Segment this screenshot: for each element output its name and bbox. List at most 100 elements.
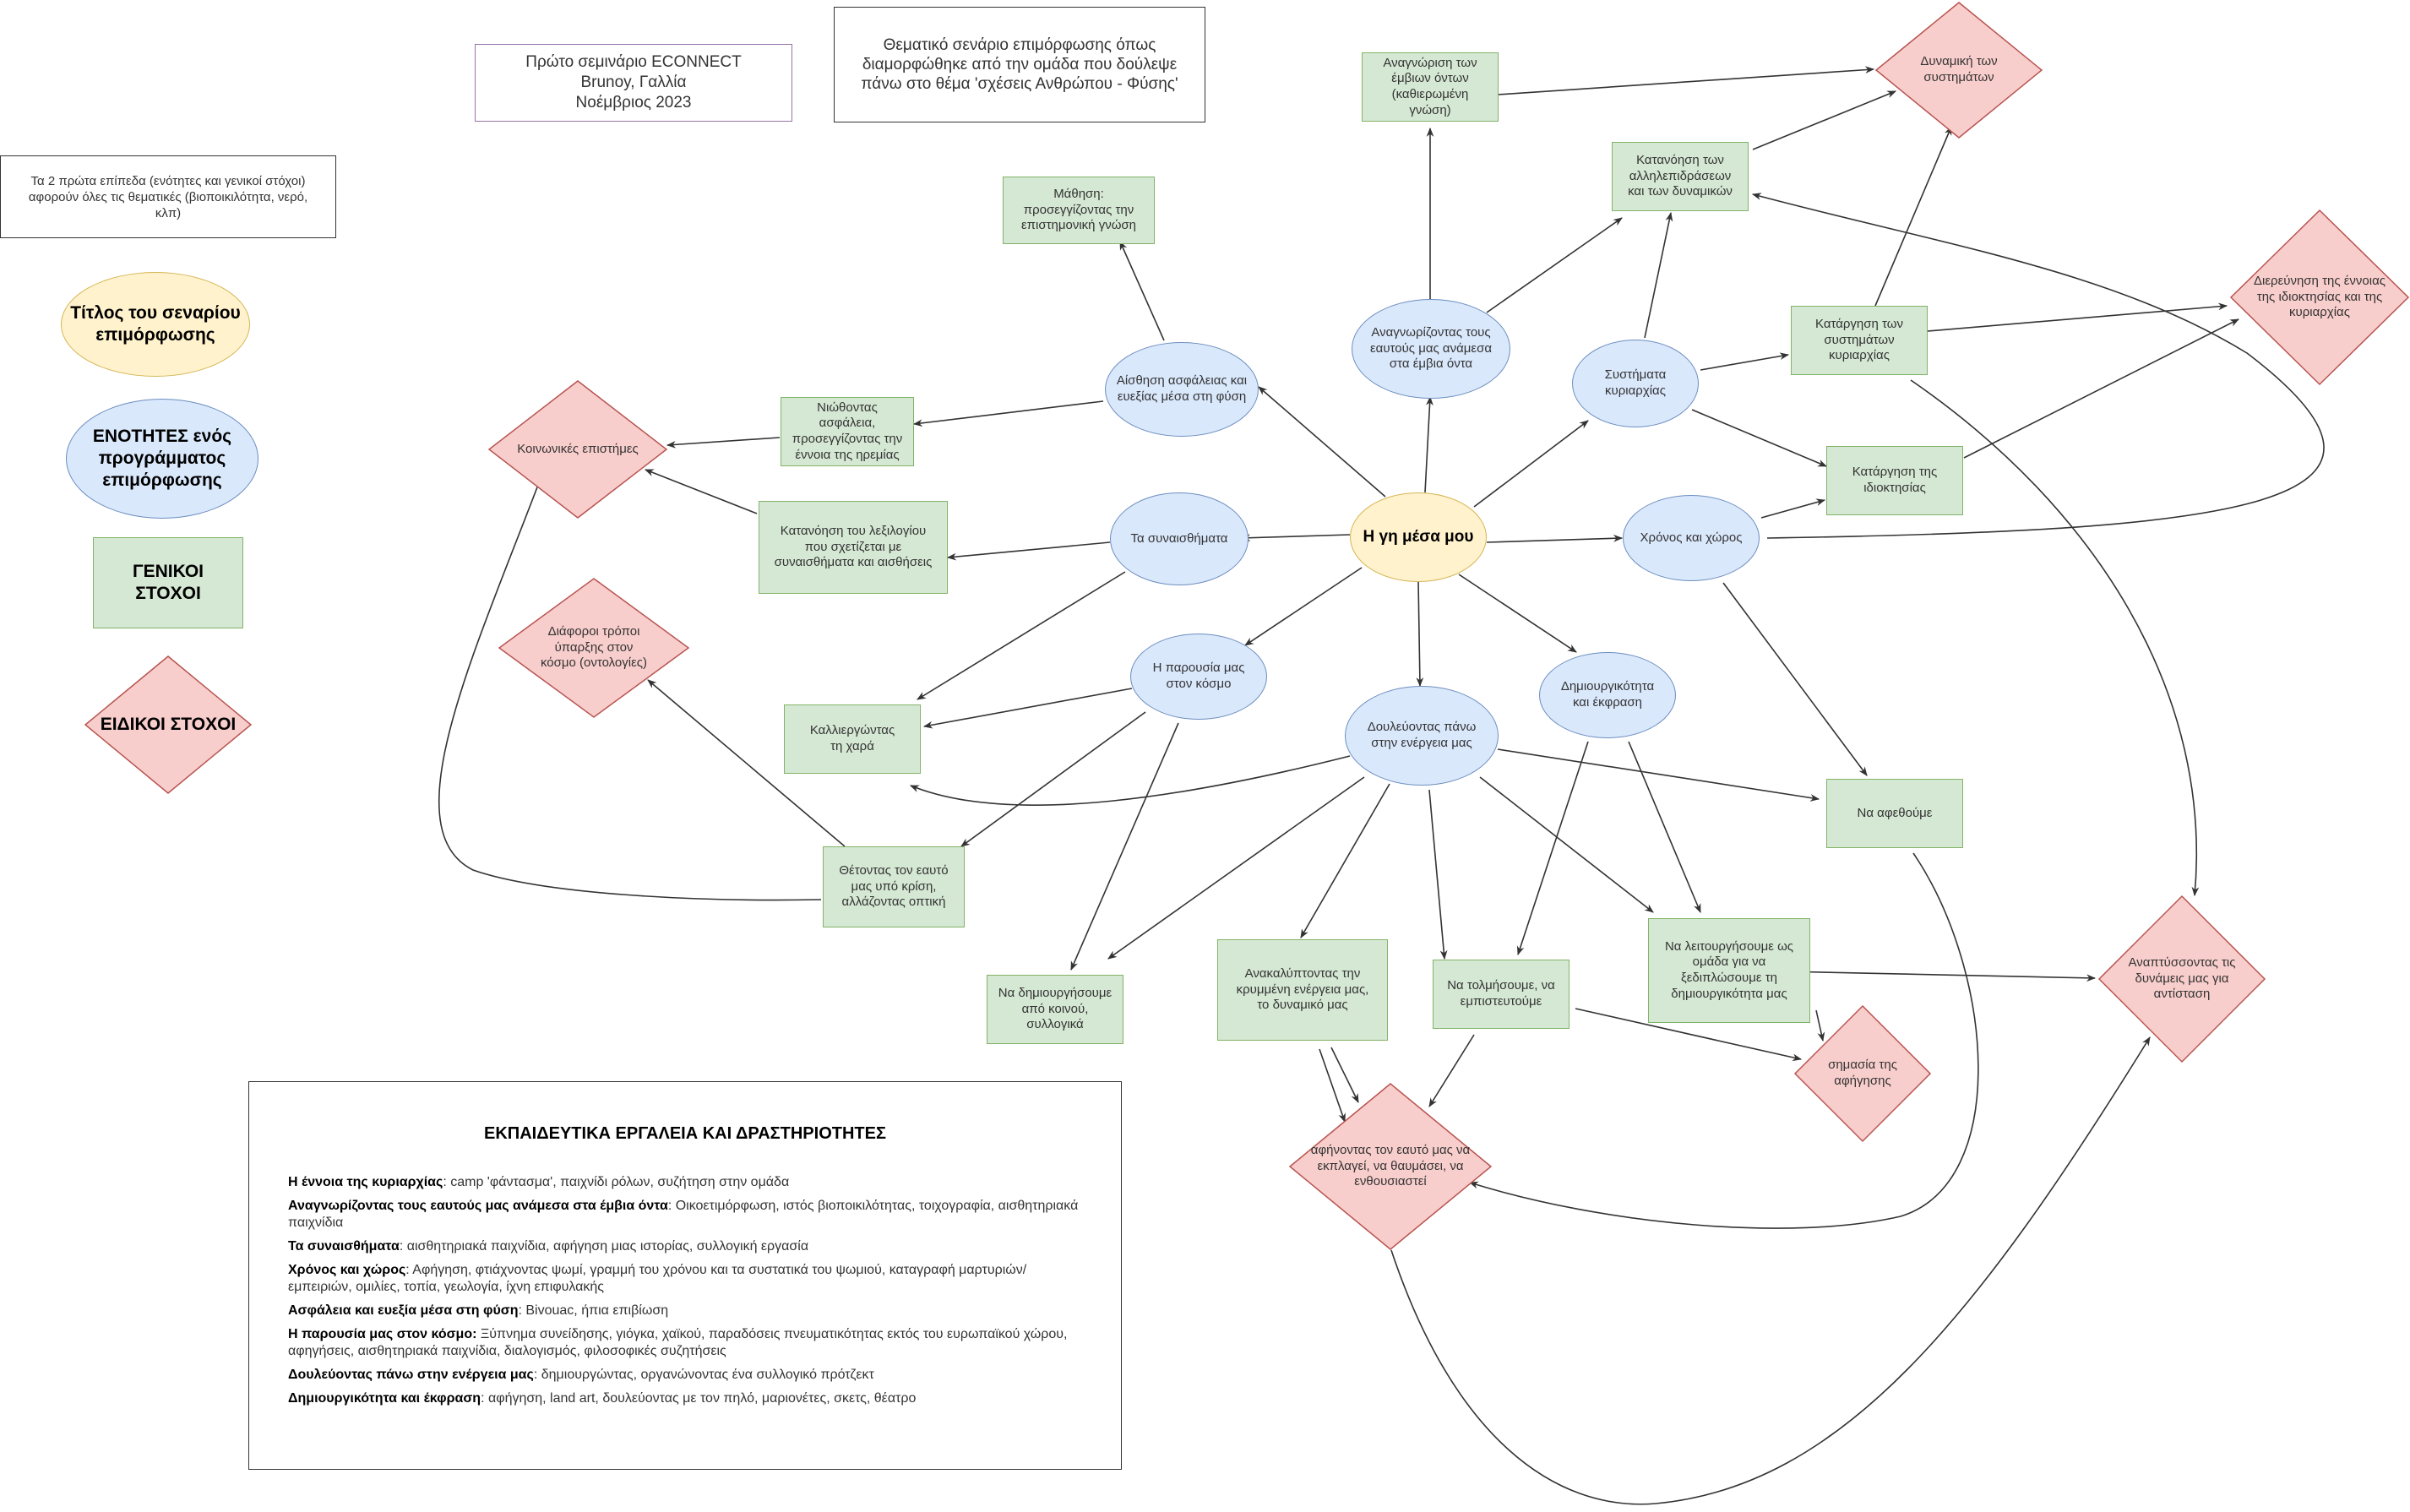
arrow-center-aisthisi [1258,386,1386,498]
arrow-katargisi-systimaton-dierevnisi [1927,302,2228,332]
legend-units: ΕΝΟΤΗΤΕΣ ενός προγράμματος επιμόρφωσης [66,399,258,519]
arrow-xronos-katargisi-idioktisias [1760,498,1826,519]
unit-anagnorizontas-label: Αναγνωρίζοντας τους εαυτούς μας ανάμεσα … [1369,324,1493,372]
arrow-energeia-na-leitourgisoume [1479,776,1654,913]
arrow-systimata-katargisi-systimaton [1700,352,1790,371]
goal-katanoisi-allil-label: Κατανόηση των αλληλεπιδράσεων και των δυ… [1628,152,1733,199]
unit-dimiourgikotita: Δημιουργικότητα και έκφραση [1539,652,1676,738]
event-info-box: Πρώτο σεμινάριο ECONNECT Brunoy, Γαλλία … [475,44,792,122]
tools-row-text: : Αφήγηση, φτιάχνοντας ψωμί, γραμμή του … [288,1263,1027,1294]
unit-synaisthimata-label: Τα συναισθήματα [1130,530,1228,546]
tools-row: Η έννοια της κυριαρχίας: camp 'φάντασμα'… [288,1174,1082,1191]
arrow-katargisi-systimaton-dynamiki [1874,125,1952,307]
legend-scenario-title-label: Τίτλος του σεναρίου επιμόρφωσης [70,302,241,345]
event-date: Νοέμβριος 2023 [575,94,692,111]
arrow-anagnorisi-dynamiki [1497,66,1875,95]
arrow-systimata-katanoisi [1644,211,1673,339]
arrow-center-anagnorizontas [1424,395,1433,493]
unit-systimata: Συστήματα κυριαρχίας [1572,340,1699,427]
tools-row-text: : αφήγηση, land art, δουλεύοντας με τον … [481,1391,917,1406]
unit-energeia-label: Δουλεύοντας πάνω στην ενέργεια μας [1367,720,1477,750]
goal-thetontas: Θέτοντας τον εαυτό μας υπό κρίση, αλλάζο… [823,846,965,927]
goal-na-tolmisoume: Να τολμήσουμε, να εμπιστευτούμε [1433,960,1569,1029]
arrow-na-afethoume-afinontas [1468,852,1979,1229]
arrow-na-tolmisoume-simasia [1575,1008,1803,1062]
legend-general-goals: ΓΕΝΙΚΟΙ ΣΤΟΧΟΙ [93,537,243,628]
goal-mathisi: Μάθηση: προσεγγίζοντας την επιστημονική … [1003,177,1155,244]
legend-units-label: ΕΝΟΤΗΤΕΣ ενός προγράμματος επιμόρφωσης [92,426,232,491]
goal-katargisi-idioktisias-label: Κατάργηση της ιδιοκτησίας [1852,465,1938,495]
arrow-aisthisi-niothontas [912,400,1104,427]
scenario-title: Θεματικό σενάριο επιμόρφωσης όπως διαμορ… [861,36,1178,93]
tools-row-text: : αισθητηριακά παιχνίδια, αφήγηση μιας ι… [399,1239,809,1254]
tools-row-label: Τα συναισθήματα [288,1239,400,1254]
tools-row-text: : Οικοετιμόρφωση, ιστός βιοποικιλότητας,… [288,1199,1079,1230]
goal-na-leitourgisoume: Να λειτουργήσουμε ως ομάδα για να ξεδιπλ… [1648,918,1810,1023]
arrow-katargisi-idioktisias-dierevnisi [1963,318,2239,459]
arrow-center-energeia [1416,580,1424,688]
goal-na-dimiourgisoume-label: Να δημιουργήσουμε από κοινού, συλλογικά [998,985,1113,1032]
goal-kalliergontas: Καλλιεργώντας τη χαρά [784,704,921,774]
arrow-na-leitourgisoume-anaptyssontas [1783,971,2097,982]
unit-anagnorizontas: Αναγνωρίζοντας τους εαυτούς μας ανάμεσα … [1352,299,1510,399]
arrow-center-systimata [1473,420,1589,508]
center-label: Η γη μέσα μου [1363,528,1474,547]
specific-dynamiki-label: Δυναμική των συστημάτων [1920,54,1998,84]
unit-synaisthimata: Τα συναισθήματα [1110,492,1249,585]
tools-row: Δημιουργικότητα και έκφραση: αφήγηση, la… [288,1390,1082,1407]
tools-row-label: Δουλεύοντας πάνω στην ενέργεια μας [288,1368,534,1382]
specific-simasia: σημασία της αφήγησης [1793,1004,1932,1143]
arrow-synaisthimata-kalliergontas [917,571,1126,700]
specific-anaptyssontas: Αναπτύσσοντας τις δυνάμεις μας για αντίσ… [2097,895,2266,1063]
arrow-anakalyptontas-afinontas [1330,1047,1359,1103]
goal-anakalyptontas-label: Ανακαλύπτοντας την κρυμμένη ενέργεια μας… [1236,965,1369,1013]
arrow-na-tolmisoume-afinontas [1428,1034,1475,1107]
legend-specific-goals-label: ΕΙΔΙΚΟΙ ΣΤΟΧΟΙ [100,714,237,734]
arrow-dimiourgikotita-na-leitourgisoume [1628,741,1701,914]
arrow-afinontas-anaptyssontas [1390,1036,2151,1505]
specific-diaforoi-label: Διάφοροι τρόποι ύπαρξης στον κόσμο (οντο… [540,623,648,671]
event-location: Brunoy, Γαλλία [580,73,687,91]
goal-na-afethoume-label: Να αφεθούμε [1857,805,1933,820]
tools-row-label: Ασφάλεια και ευεξία μέσα στη φύση [288,1303,519,1318]
arrow-energeia-na-afethoume [1497,748,1820,802]
tools-row-label: Αναγνωρίζοντας τους εαυτούς μας ανάμεσα … [288,1199,668,1213]
unit-energeia: Δουλεύοντας πάνω στην ενέργεια μας [1345,686,1499,786]
unit-parousia: Η παρουσία μας στον κόσμο [1130,634,1267,720]
tools-row: Η παρουσία μας στον κόσμο: Ξύπνημα συνεί… [288,1326,1082,1360]
legend-scenario-title: Τίτλος του σεναρίου επιμόρφωσης [61,272,250,377]
unit-xronos-label: Χρόνος και χώρος [1640,530,1743,545]
tools-row-text: : δημιουργώντας, οργανώνοντας ένα συλλογ… [533,1368,874,1382]
tools-row-label: Η έννοια της κυριαρχίας [288,1175,443,1189]
arrow-anagnorizontas-katanoisi [1486,217,1623,313]
specific-koinonikes: Κοινωνικές επιστήμες [487,380,668,519]
specific-afinontas-label: αφήνοντας τον εαυτό μας να εκπλαγεί, να … [1310,1142,1471,1189]
scenario-title-box: Θεματικό σενάριο επιμόρφωσης όπως διαμορ… [834,7,1205,122]
arrow-na-leitourgisoume-simasia [1815,1009,1825,1042]
goal-na-afethoume: Να αφεθούμε [1826,779,1963,848]
unit-dimiourgikotita-label: Δημιουργικότητα και έκφραση [1560,679,1655,710]
unit-systimata-label: Συστήματα κυριαρχίας [1604,367,1667,398]
specific-diaforoi: Διάφοροι τρόποι ύπαρξης στον κόσμο (οντο… [498,578,690,718]
arrow-thetontas-koinonikes [438,459,822,901]
tools-row-text: Ξύπνημα συνείδησης, γιόγκα, χαϊκού, παρα… [288,1327,1068,1358]
tools-row-label: Η παρουσία μας στον κόσμο: [288,1327,477,1341]
arrow-parousia-thetontas [960,711,1146,847]
unit-parousia-label: Η παρουσία μας στον κόσμο [1152,661,1245,691]
arrow-center-parousia [1244,567,1363,646]
center-node: Η γη μέσα μου [1350,492,1487,582]
arrow-center-dimiourgikotita [1458,574,1577,653]
specific-koinonikes-label: Κοινωνικές επιστήμες [517,441,639,456]
tools-list: Η έννοια της κυριαρχίας: camp 'φάντασμα'… [288,1174,1082,1407]
arrow-xronos-na-afethoume [1722,582,1868,776]
arrow-katanoisi-dynamiki [1752,90,1897,150]
goal-katargisi-idioktisias: Κατάργηση της ιδιοκτησίας [1826,446,1963,515]
goal-thetontas-label: Θέτοντας τον εαυτό μας υπό κρίση, αλλάζο… [839,862,949,910]
event-name: Πρώτο σεμινάριο ECONNECT [525,53,742,71]
goal-anakalyptontas: Ανακαλύπτοντας την κρυμμένη ενέργεια μας… [1217,939,1388,1041]
specific-dierevnisi-label: Διερεύνηση της έννοιας της ιδιοκτησίας κ… [2254,273,2386,320]
arrow-parousia-kalliergontas [922,688,1133,729]
goal-anagnorisi-emvion-label: Αναγνώριση των έμβιων όντων (καθιερωμένη… [1383,55,1477,117]
specific-simasia-label: σημασία της αφήγησης [1828,1058,1897,1088]
